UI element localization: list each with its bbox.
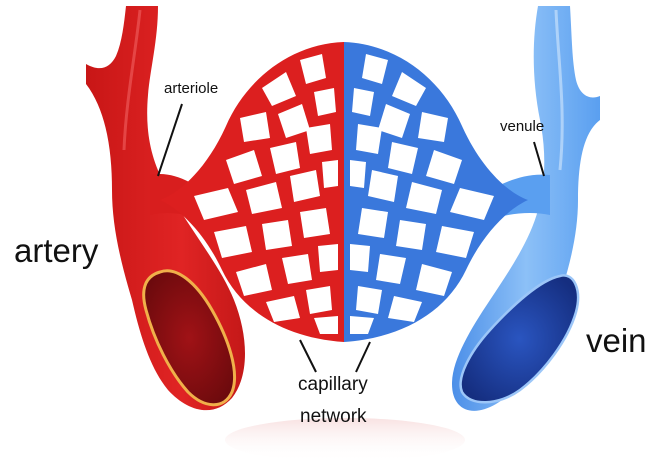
capillary-label-line1: capillary (298, 374, 368, 396)
arteriole-label: arteriole (164, 80, 218, 97)
venule-pointer-line (534, 142, 544, 176)
arteriole-pointer-line (158, 104, 182, 176)
capillary-pointer-left (300, 340, 316, 372)
venule-label: venule (500, 118, 544, 135)
vein-label: vein (586, 322, 647, 360)
capillary-label-line2: network (300, 406, 367, 428)
capillary-pointer-right (356, 342, 370, 372)
artery-label: artery (14, 232, 98, 270)
